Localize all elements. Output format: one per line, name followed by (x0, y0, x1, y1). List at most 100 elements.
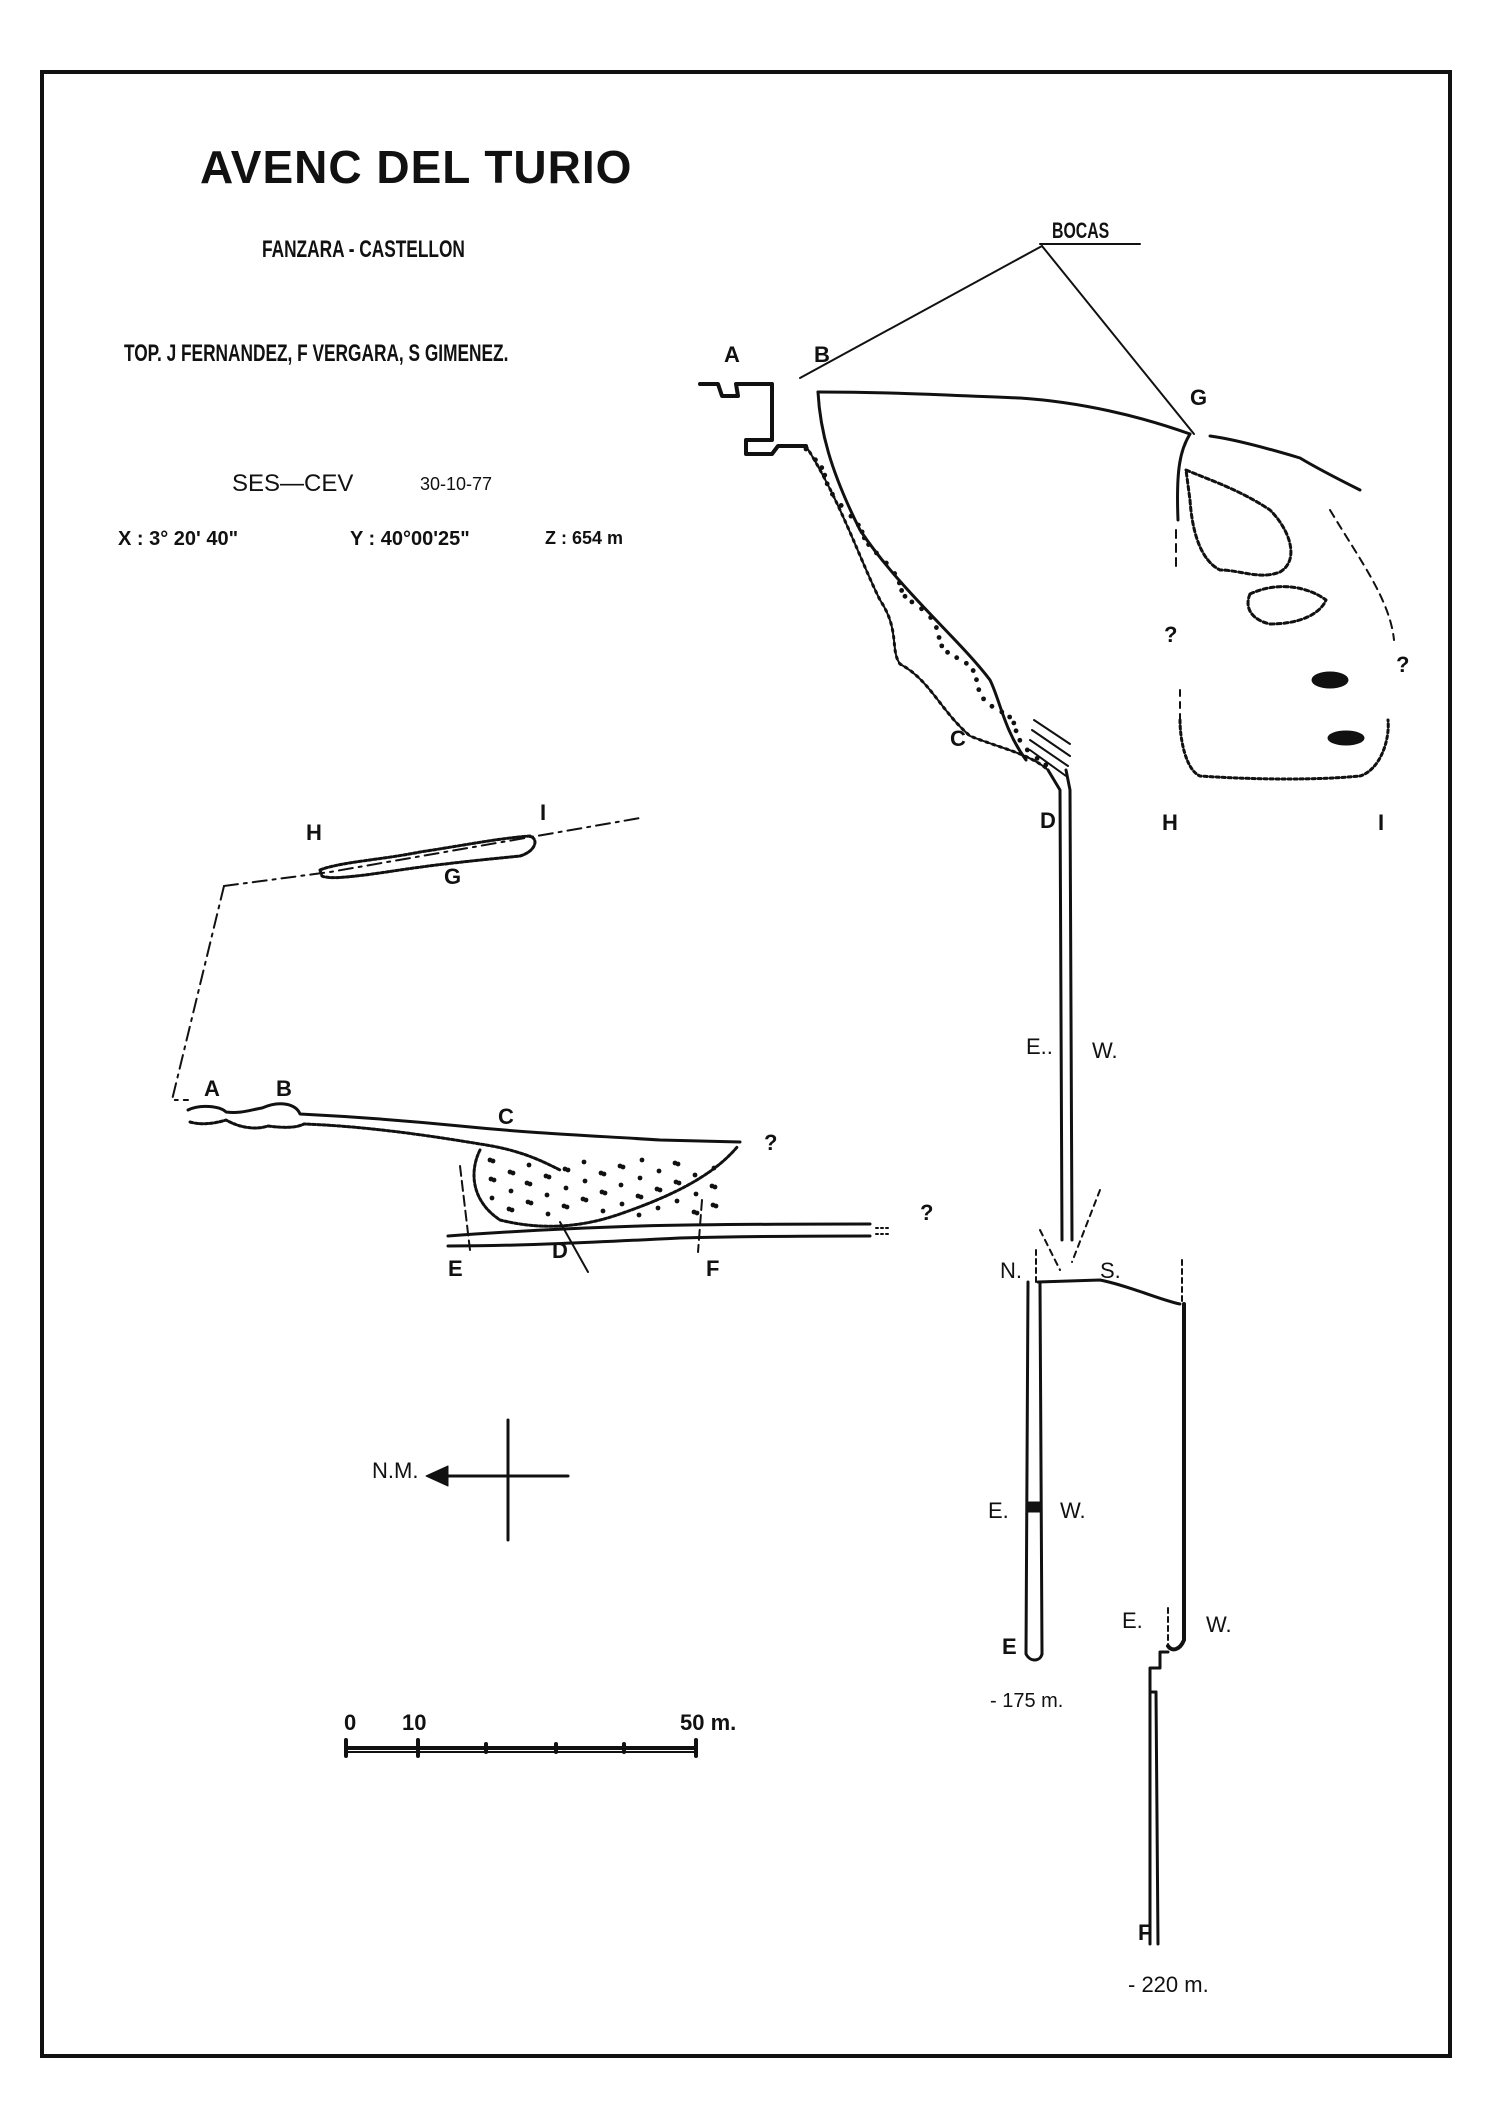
debris-dot (491, 1177, 497, 1183)
debris-dot (896, 580, 902, 586)
debris-dot (637, 1175, 643, 1181)
debris-dot (546, 1174, 552, 1180)
bocas-label: BOCAS (1052, 218, 1110, 243)
debris-dot (582, 1178, 588, 1184)
orient-mid-west: W. (1060, 1498, 1086, 1523)
section-point-a: A (724, 342, 740, 367)
shaft-upper-left (1046, 768, 1064, 1242)
debris-dot (970, 668, 976, 673)
debris-dot (564, 1204, 570, 1210)
debris-dot (1024, 747, 1030, 753)
debris-dot (602, 1190, 608, 1196)
plan-point-h: H (306, 820, 322, 845)
map-topographers: TOP. J FERNANDEZ, F VERGARA, S GIMENEZ. (124, 340, 509, 367)
plan-gallery-ab-lower (188, 1118, 562, 1172)
debris-dot (600, 1208, 606, 1214)
section-point-i: I (1378, 810, 1385, 835)
debris-dot (813, 457, 818, 463)
shaft-upper-right (1064, 768, 1074, 1242)
debris-dot (954, 655, 960, 661)
shaft-ns-dash-right (1071, 1189, 1101, 1263)
debris-dot (963, 660, 969, 666)
debris-dot (639, 1157, 645, 1163)
debris-dot (544, 1192, 550, 1198)
north-arrow-head (425, 1465, 449, 1487)
section-point-e: E (1002, 1634, 1017, 1659)
debris-dot (528, 1200, 534, 1206)
section-question-1: ? (1164, 622, 1178, 647)
map-location: FANZARA - CASTELLON (262, 236, 465, 263)
debris-dot (601, 1171, 607, 1177)
debris-dot (583, 1197, 589, 1203)
plan-question-2: ? (920, 1200, 934, 1225)
debris-dot (712, 1184, 718, 1190)
debris-dot (909, 599, 915, 605)
debris-dot (655, 1205, 661, 1211)
plan-survey-line-left (171, 885, 225, 1101)
entrance-g-outline (1208, 434, 1362, 492)
depth-175: - 175 m. (990, 1690, 1064, 1712)
plan-point-i: I (540, 800, 547, 825)
debris-dot (855, 522, 861, 528)
plan-point-g: G (444, 864, 462, 889)
section-point-c: C (950, 726, 966, 751)
scale-label-50: 50 m. (680, 1710, 737, 1735)
debris-dot (883, 560, 889, 566)
debris-dot (526, 1162, 532, 1168)
chamber-roof (816, 390, 1192, 436)
debris-dot (892, 571, 898, 576)
debris-dot (1007, 714, 1013, 720)
debris-dot (619, 1201, 625, 1207)
shaft-ns-dash-left (1039, 1229, 1061, 1271)
plan-section-f-line (697, 1199, 703, 1253)
orient-right-west: W. (1206, 1612, 1232, 1637)
debris-dot (509, 1207, 515, 1213)
depth-220: - 220 m. (1128, 1972, 1209, 1997)
plan-gallery-ab (186, 1102, 742, 1144)
hi-blob-1 (1311, 671, 1349, 689)
hi-floor (1178, 718, 1390, 781)
debris-dot (859, 529, 865, 535)
debris-dot (711, 1165, 717, 1171)
coord-y: Y : 40°00'25" (350, 528, 470, 550)
plan-gallery-df (446, 1222, 872, 1238)
section-point-f: F (1138, 1920, 1152, 1945)
hi-dashed-right (1329, 509, 1395, 641)
hi-chamber-inner (1246, 585, 1328, 626)
debris-dot (527, 1181, 533, 1187)
plan-section-d-line (559, 1221, 589, 1273)
debris-dot (866, 542, 871, 547)
debris-dot (1013, 728, 1019, 734)
flowstone (1029, 719, 1071, 777)
shaft-175-right (1038, 1280, 1044, 1656)
debris-dot (976, 687, 982, 693)
debris-dot (638, 1194, 644, 1200)
debris-dot (933, 625, 939, 630)
debris-dot (861, 535, 867, 541)
survey-group: SES—CEV (232, 470, 354, 497)
plan-survey-line-top (223, 817, 641, 887)
shaft-220-outer (1166, 1302, 1186, 1652)
plan-gallery-g (318, 834, 537, 880)
plan-gallery-df-dots (875, 1227, 891, 1235)
scale-bar (344, 1738, 698, 1758)
section-point-b: B (814, 342, 830, 367)
debris-dot (838, 503, 844, 508)
debris-dot (830, 491, 835, 497)
debris-dot (1011, 720, 1017, 726)
shaft-220-step (1148, 1650, 1170, 1694)
section-point-d: D (1040, 808, 1056, 833)
debris-dot (981, 696, 986, 702)
debris-dot (581, 1159, 587, 1165)
debris-dot (618, 1182, 624, 1188)
map-border (40, 70, 1452, 2058)
plan-question-1: ? (764, 1130, 778, 1155)
debris-dot (899, 588, 905, 593)
plan-point-f: F (706, 1256, 720, 1281)
magnetic-north-label: N.M. (372, 1458, 419, 1483)
debris-dot (508, 1188, 514, 1194)
debris-dot (928, 615, 934, 620)
debris-dot (620, 1164, 626, 1170)
debris-dot (819, 465, 825, 471)
